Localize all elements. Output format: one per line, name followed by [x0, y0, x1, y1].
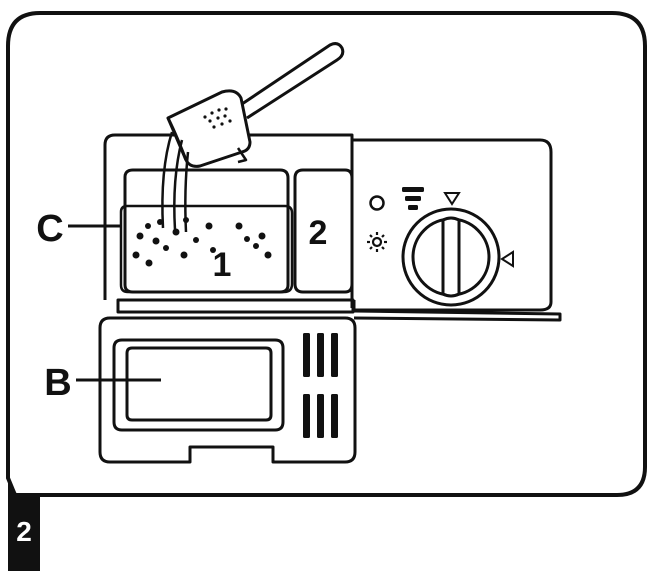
detergent-granules — [132, 217, 272, 267]
measuring-scoop-icon — [166, 42, 345, 168]
rinse-aid-dial[interactable] — [401, 207, 501, 307]
pouring-stream — [161, 131, 190, 233]
part-c-label: C — [36, 208, 63, 250]
compartment-1 — [119, 168, 294, 294]
sun-symbol-icon — [367, 232, 387, 252]
detergent-lid — [98, 298, 357, 464]
lid-vent-slots — [303, 333, 338, 438]
dial-marker-top-icon — [443, 192, 461, 206]
part-b-label: B — [44, 362, 71, 404]
scoop-detergent — [203, 107, 232, 129]
level-bars-icon — [402, 187, 424, 210]
dial-marker-right-icon — [500, 250, 514, 268]
compartment-1-label: 1 — [213, 246, 232, 284]
compartment-2 — [293, 168, 354, 294]
page-tab — [8, 478, 40, 571]
page-number: 2 — [16, 516, 32, 547]
compartment-2-label: 2 — [309, 214, 328, 252]
circle-symbol-icon — [369, 195, 385, 211]
